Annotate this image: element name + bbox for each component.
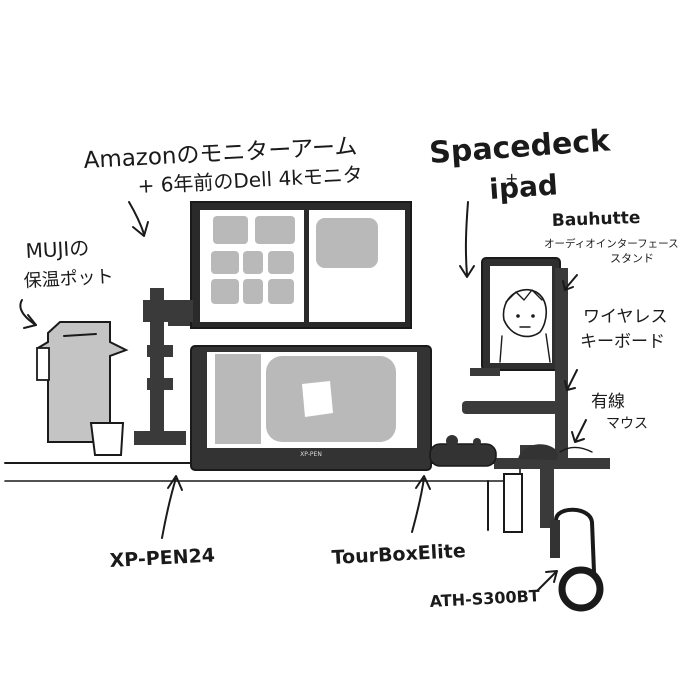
- label-keyboard-1: ワイヤレス: [583, 307, 668, 327]
- tablet-brand-text: XP-PEN: [300, 451, 322, 458]
- label-bauhutte-1: Bauhutte: [551, 208, 640, 231]
- tourbox-elite: [429, 435, 497, 467]
- label-ipad: ipad: [488, 168, 559, 206]
- label-bauhutte-3: スタンド: [610, 252, 654, 265]
- label-keyboard-2: キーボード: [580, 332, 665, 352]
- label-bauhutte-2: オーディオインターフェース: [544, 237, 679, 250]
- label-mouse-2: マウス: [606, 416, 648, 432]
- xp-pen-24-tablet: XP-PEN: [190, 345, 432, 471]
- label-muji-2: 保温ポット: [23, 266, 114, 292]
- label-mouse-1: 有線: [591, 392, 625, 412]
- label-spacedeck: Spacedeck: [428, 123, 612, 171]
- label-spacedeck-plus: +: [505, 169, 518, 188]
- label-xp-pen24: XP-PEN24: [109, 545, 215, 572]
- wired-mouse: [518, 444, 593, 460]
- ipad: [481, 257, 561, 371]
- muji-thermos-pot: [36, 321, 129, 443]
- headphones: [550, 507, 604, 612]
- desk: [4, 462, 523, 533]
- cup: [89, 422, 125, 456]
- label-headphones: ATH-S300BT: [429, 586, 540, 611]
- annotation-arrows: [19, 201, 587, 591]
- monitor-arm: [134, 288, 193, 445]
- dell-4k-monitor: [190, 201, 412, 329]
- label-muji-1: MUJIの: [25, 236, 90, 263]
- label-tourbox: TourBoxElite: [331, 540, 466, 569]
